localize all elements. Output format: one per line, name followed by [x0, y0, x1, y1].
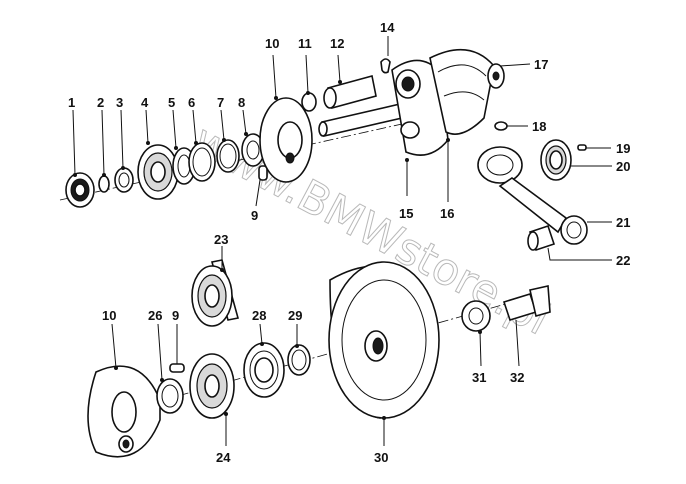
- callout-10-upper: 10: [265, 36, 279, 51]
- part-6-ring: [188, 142, 216, 182]
- part-10-cover: [87, 365, 161, 458]
- part-3-washer: [114, 167, 134, 193]
- callout-9-upper: 9: [251, 208, 258, 223]
- callout-11: 11: [298, 36, 312, 51]
- part-21-connecting-rod: [477, 146, 588, 245]
- callout-4: 4: [141, 95, 149, 110]
- callout-15: 15: [399, 206, 413, 221]
- callout-26: 26: [148, 308, 162, 323]
- part-31-washer: [461, 300, 491, 332]
- callout-5: 5: [168, 95, 175, 110]
- callout-3: 3: [116, 95, 123, 110]
- callout-10-lower: 10: [102, 308, 116, 323]
- leader-lines: [72, 36, 612, 446]
- callout-6: 6: [188, 95, 195, 110]
- part-22-bush: [527, 224, 556, 252]
- part-1-bearing: [65, 172, 95, 208]
- callout-21: 21: [616, 215, 630, 230]
- part-28-seal: [243, 342, 285, 398]
- part-26-ring: [156, 378, 184, 414]
- callout-23: 23: [214, 232, 228, 247]
- callout-28: 28: [252, 308, 266, 323]
- callout-16: 16: [440, 206, 454, 221]
- part-32-bolt: [502, 285, 551, 321]
- callout-labels: 1 2 3 4 5 6 7 8 9 10 11 12 14 15 16 17 1…: [68, 20, 630, 465]
- part-18-key: [494, 121, 508, 131]
- callout-19: 19: [616, 141, 630, 156]
- callout-12: 12: [330, 36, 344, 51]
- part-17-shaft-end: [487, 63, 505, 89]
- callout-31: 31: [472, 370, 486, 385]
- leader-dots: [73, 80, 482, 420]
- part-2-ring: [98, 175, 110, 193]
- part-14-key: [380, 58, 391, 74]
- part-4-ball-bearing: [137, 144, 179, 200]
- part-19-pin: [577, 144, 587, 151]
- crankshaft-assembly: [59, 48, 588, 252]
- callout-1: 1: [68, 95, 75, 110]
- part-12-sleeve: [323, 75, 377, 109]
- callout-7: 7: [217, 95, 224, 110]
- callout-20: 20: [616, 159, 630, 174]
- callout-17: 17: [534, 57, 548, 72]
- part-15-crank-web: [391, 59, 449, 156]
- callout-29: 29: [288, 308, 302, 323]
- callout-24: 24: [216, 450, 231, 465]
- callout-9-lower: 9: [172, 308, 179, 323]
- callout-22: 22: [616, 253, 630, 268]
- part-20-needle-bearing: [540, 139, 572, 181]
- callout-32: 32: [510, 370, 524, 385]
- part-24-bearing: [189, 353, 235, 419]
- callout-8: 8: [238, 95, 245, 110]
- callout-2: 2: [97, 95, 104, 110]
- callout-30: 30: [374, 450, 388, 465]
- part-16-crank-web: [429, 48, 495, 135]
- part-11-bush: [301, 92, 317, 112]
- part-7-ring: [216, 139, 240, 173]
- callout-18: 18: [532, 119, 546, 134]
- part-30-flywheel: [328, 261, 440, 419]
- flywheel-assembly: [87, 259, 551, 458]
- part-9-pin-lower: [169, 363, 185, 373]
- part-29-o-ring: [287, 344, 311, 376]
- part-10-flange: [259, 97, 313, 183]
- part-9-pin: [258, 165, 268, 181]
- callout-14: 14: [380, 20, 395, 35]
- part-23-bearing: [191, 259, 239, 327]
